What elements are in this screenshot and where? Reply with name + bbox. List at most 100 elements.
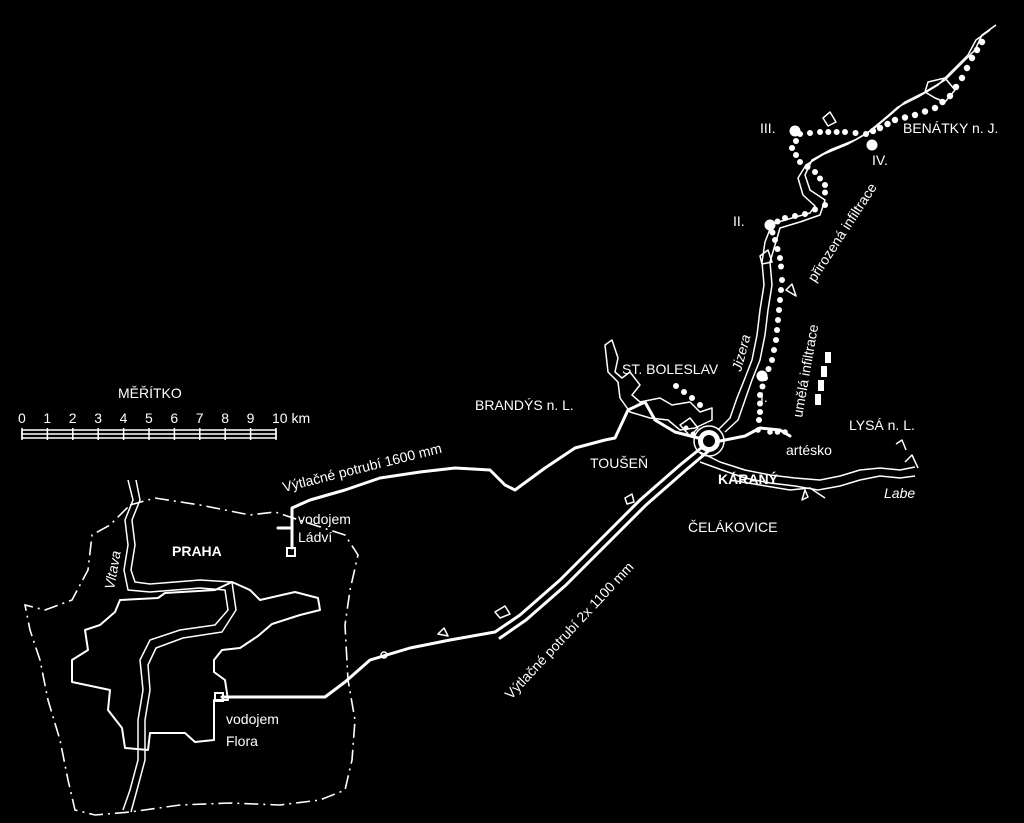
benatky-town — [924, 77, 956, 103]
well-dot — [797, 159, 803, 165]
label-brandys: BRANDÝS n. L. — [475, 397, 574, 413]
label-ladvi-1: vodojem — [298, 511, 351, 527]
well-dot — [757, 392, 763, 398]
well-dot — [793, 152, 799, 158]
settlement-icon — [380, 651, 388, 659]
well-dot — [771, 347, 777, 353]
well-dot — [775, 317, 781, 323]
st-boleslav-town — [604, 339, 713, 431]
well-dot — [901, 114, 909, 121]
well-dot — [817, 175, 823, 182]
label-artesko: artésko — [786, 442, 832, 458]
label-zone-1: I. — [760, 389, 768, 405]
scale-tick-label: 10 km — [272, 410, 310, 426]
well-dot — [869, 127, 877, 135]
well-dot — [759, 383, 766, 390]
well-dot — [958, 74, 966, 82]
label-prirozena-infiltrace: přirozená infiltrace — [804, 180, 880, 285]
well-dot — [822, 189, 828, 196]
settlement-icon — [494, 605, 511, 619]
ladvi-reservoir-icon — [286, 547, 296, 557]
zone-marker — [866, 139, 878, 151]
well-dot — [833, 129, 840, 135]
scale-tick-label: 1 — [43, 410, 51, 426]
well-dot — [757, 400, 763, 407]
label-zone-3: III. — [760, 120, 776, 136]
scale-tick-label: 5 — [145, 410, 153, 426]
scale-tick-label: 6 — [170, 410, 178, 426]
flora-reservoir-icon — [214, 692, 224, 702]
well-dot — [812, 169, 818, 175]
st-boleslav-wells — [673, 383, 703, 437]
label-labe: Labe — [884, 485, 915, 501]
label-celakovice: ČELÁKOVICE — [688, 519, 777, 535]
well-dot — [773, 337, 779, 343]
scale-tick-label: 0 — [18, 410, 26, 426]
well-dot — [779, 277, 785, 283]
well-dot — [802, 211, 808, 217]
well-dot — [968, 54, 976, 62]
scale-tick-label: 8 — [221, 410, 229, 426]
well-dot — [825, 129, 832, 135]
well-dot — [757, 409, 763, 415]
well-dot — [772, 237, 778, 243]
scale-tick-label: 4 — [120, 410, 128, 426]
well-dot — [807, 130, 813, 136]
well-dot — [842, 129, 848, 135]
well-dot — [792, 213, 798, 219]
label-benatky: BENÁTKY n. J. — [903, 120, 998, 136]
pipeline-1600mm — [290, 400, 708, 530]
pipeline-2x1100mm — [220, 442, 708, 699]
well-dot — [774, 246, 781, 252]
well-dot — [921, 108, 929, 115]
well-dot — [884, 120, 891, 128]
well-dot — [769, 229, 776, 236]
well-dot — [774, 218, 781, 225]
scale-tick-labels: 0 1 2 3 4 5 6 7 8 9 10 km — [18, 410, 310, 426]
label-potrubi-1600: Výtlačné potrubí 1600 mm — [281, 440, 443, 495]
well-fields — [755, 38, 986, 435]
scale-tick-label: 7 — [196, 410, 204, 426]
settlement-icon — [437, 627, 449, 637]
well-dot — [765, 366, 772, 372]
well-dot — [777, 255, 783, 261]
well-dot — [973, 46, 981, 54]
well-dot — [756, 417, 762, 423]
settlement-icon — [624, 493, 635, 505]
well-dot — [963, 64, 971, 72]
well-dot — [769, 357, 775, 363]
praha-urban-area — [71, 581, 321, 751]
zone-marker — [756, 370, 768, 382]
label-tousen: TOUŠEŇ — [590, 455, 648, 471]
well-dot — [778, 287, 784, 293]
well-dot — [804, 164, 811, 170]
well-dot — [782, 215, 788, 221]
praha-boundary — [23, 497, 359, 816]
label-karany: KÁRANÝ — [718, 470, 779, 487]
well-dot — [911, 111, 919, 119]
well-dot — [817, 129, 823, 135]
label-praha: PRAHA — [172, 543, 222, 559]
label-flora-2: Flora — [226, 733, 258, 749]
scale-title: MĚŘÍTKO — [118, 385, 182, 401]
well-dot — [776, 307, 782, 313]
well-dot — [812, 206, 818, 213]
vltava-river — [122, 479, 229, 811]
well-dot — [774, 327, 780, 333]
scale-tick-label: 3 — [94, 410, 102, 426]
label-lysa: LYSÁ n. L. — [849, 417, 915, 433]
scale-tick-label: 2 — [69, 410, 77, 426]
scale-tick-label: 9 — [247, 410, 255, 426]
label-flora-1: vodojem — [226, 711, 279, 727]
labe-river — [699, 451, 916, 481]
well-dot — [863, 131, 869, 137]
well-dot — [852, 130, 859, 136]
well-dot — [822, 182, 828, 188]
label-ladvi-2: Ládví — [298, 529, 332, 545]
well-dot — [793, 138, 799, 144]
well-dot — [891, 116, 899, 124]
label-zone-2: II. — [733, 213, 745, 229]
label-vltava: Vltava — [101, 549, 124, 590]
well-dot — [777, 297, 783, 303]
